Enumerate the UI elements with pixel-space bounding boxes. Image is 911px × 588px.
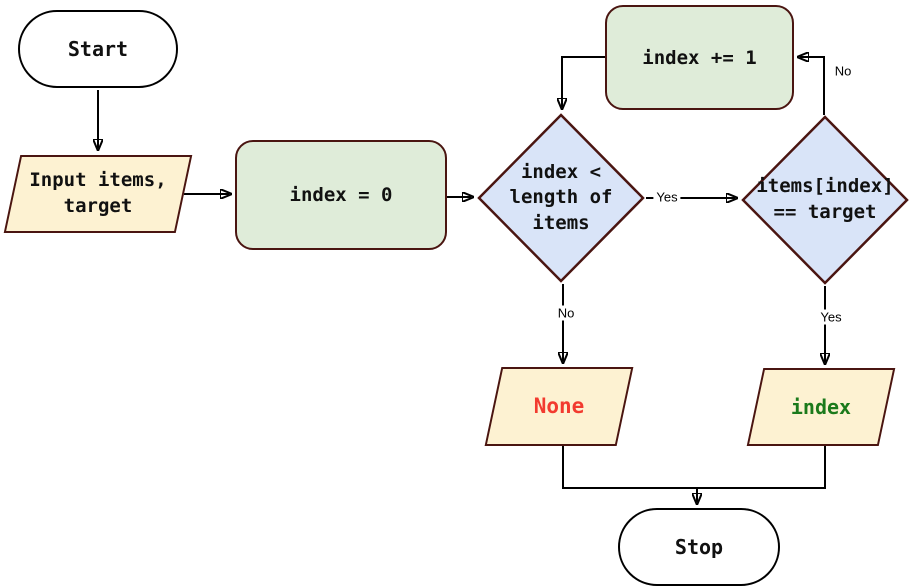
edge-increment-to-loopcond [562,56,605,107]
node-result-none-label: None [533,394,585,419]
node-result-none: None [484,367,634,446]
edge-label-match-yes: Yes [817,309,845,325]
edge-label-loop-yes: Yes [653,189,681,205]
edge-matchcond-no-to-increment [800,57,825,115]
node-index-init-label: index = 0 [289,184,393,206]
loop-condition-line3: items [532,211,590,234]
node-loop-condition: index < length of items [477,113,645,283]
diamond-shape [477,113,645,283]
node-index-init: index = 0 [235,140,447,250]
loop-condition-line1: index < [520,160,602,183]
node-increment: index += 1 [605,5,794,110]
loop-condition-line2: length of [509,186,613,209]
node-input-items-target: Input items, target [3,155,193,233]
node-start-label: Start [67,37,129,61]
match-condition-line1: items[index] [756,175,894,198]
edge-label-loop-no: No [554,305,578,321]
diamond-shape [741,115,909,285]
node-loop-condition-label: index < length of items [510,160,613,237]
node-input-label-line1: Input items, [29,169,167,192]
edge-merge-line [562,446,826,489]
node-stop-label: Stop [674,535,724,559]
node-start: Start [18,10,178,88]
node-match-condition: items[index] == target [741,115,909,285]
match-condition-line2: == target [773,201,877,223]
node-match-condition-label: items[index] == target [756,174,893,225]
node-input-label-line2: target [63,195,133,217]
node-increment-label: index += 1 [642,46,757,69]
edge-label-match-no: No [831,63,855,79]
node-stop: Stop [618,508,780,586]
node-result-index: index [746,368,896,446]
node-input-label: Input items, target [29,168,166,219]
node-result-index-label: index [790,394,852,419]
